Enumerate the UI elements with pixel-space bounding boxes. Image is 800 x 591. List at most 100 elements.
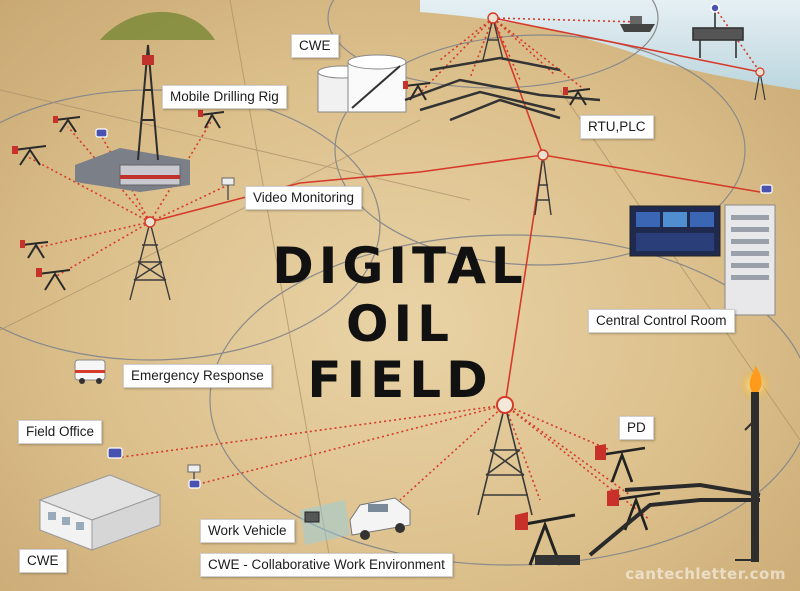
flare-stack-icon — [735, 365, 771, 562]
tower-structure — [129, 221, 171, 301]
label-video-monitoring: Video Monitoring — [245, 186, 363, 210]
label-cwe-bottom: CWE — [19, 549, 67, 573]
storage-tank-icon — [317, 54, 407, 113]
tank-stair — [351, 65, 401, 109]
pumpjack-icon — [36, 268, 71, 291]
dotted-link — [35, 221, 151, 249]
dotted-link — [399, 404, 506, 501]
title-line-1: DIGITAL — [272, 237, 528, 295]
tower-beacon — [144, 216, 156, 228]
pumpjack-icon — [20, 240, 49, 259]
dotted-link — [504, 404, 611, 451]
laptop-glow — [300, 500, 350, 545]
flare-pipeline — [588, 482, 761, 557]
field-office-icon — [38, 474, 162, 551]
dotted-link — [194, 404, 506, 486]
pumpjack-frame — [54, 116, 81, 133]
pumpjack-head — [607, 489, 619, 506]
window — [48, 512, 56, 520]
pumpjack-frame — [599, 446, 646, 483]
drilling-rig-icon — [75, 44, 190, 192]
flare-flame — [749, 365, 762, 392]
vehicle-wheel — [395, 523, 405, 533]
rack-unit — [731, 215, 769, 220]
link — [504, 154, 544, 406]
tower-structure — [477, 404, 533, 516]
radio-tower-icon — [534, 149, 552, 216]
pipeline — [449, 98, 561, 122]
label-cwe-full: CWE - Collaborative Work Environment — [200, 553, 453, 577]
wireless-links — [27, 7, 761, 521]
tower-beacon — [496, 396, 514, 414]
dotted-link — [504, 404, 631, 496]
camera-body — [221, 177, 235, 186]
screen — [690, 212, 714, 227]
link — [492, 17, 544, 156]
label-field-office: Field Office — [18, 420, 103, 444]
pumpjack-head — [515, 512, 528, 530]
pumpjack-icon — [53, 116, 81, 133]
flare-brace — [735, 419, 756, 561]
label-rtu-plc: RTU,PLC — [580, 115, 654, 139]
pumpjack-icon — [595, 444, 646, 483]
dotted-link — [67, 126, 151, 223]
dotted-link — [504, 404, 651, 521]
sensor-node-icon — [95, 128, 773, 489]
radio-tower-icon — [129, 216, 171, 301]
dotted-link — [469, 17, 494, 79]
tower-structure — [482, 17, 504, 61]
console — [636, 233, 714, 251]
window — [76, 522, 84, 530]
pumpjack-frame — [21, 241, 49, 259]
screen — [663, 212, 687, 227]
pumpjack-icon — [515, 512, 580, 566]
platform-deck — [692, 27, 744, 41]
rack-body — [724, 204, 776, 316]
screen — [636, 212, 660, 227]
office-side — [91, 494, 161, 551]
control-screens-icon — [629, 205, 721, 257]
dotted-link — [714, 7, 761, 73]
camera-icon — [187, 464, 201, 480]
label-work-vehicle: Work Vehicle — [200, 519, 295, 543]
label-central-control-room: Central Control Room — [588, 309, 735, 333]
pumpjack-head — [403, 81, 408, 89]
pumpjack-frame — [404, 82, 431, 101]
dotted-link — [101, 136, 151, 223]
pumpjack-frame — [199, 111, 225, 129]
work-vehicle-icon — [349, 497, 411, 540]
rig-trailer-stripe — [120, 175, 180, 179]
vehicle-wheel — [360, 530, 370, 540]
radio-tower-icon — [482, 12, 504, 61]
radio-tower-icon — [754, 67, 766, 101]
pipeline — [419, 90, 556, 112]
pumpjack-head — [36, 268, 42, 277]
dotted-link — [54, 221, 151, 278]
link — [149, 154, 544, 223]
rack-unit — [731, 275, 769, 280]
label-cwe-top: CWE — [291, 34, 339, 58]
rig-crown — [142, 55, 154, 65]
camera-icon — [221, 177, 235, 200]
hill — [100, 11, 215, 40]
tank-top — [347, 54, 407, 70]
pumpjack-head — [563, 87, 568, 95]
rack-unit — [731, 239, 769, 244]
pumpjack-frame — [611, 491, 661, 531]
terrain-line — [0, 89, 471, 201]
backbone-links — [149, 17, 761, 406]
pumpjack-head — [20, 240, 25, 248]
radio-tower-icon — [477, 396, 533, 516]
pumpjack-head — [198, 110, 203, 117]
laptop-icon — [300, 500, 350, 545]
tower-beacon — [755, 67, 765, 77]
tower-structure — [754, 71, 766, 101]
label-mobile-drilling-rig: Mobile Drilling Rig — [162, 85, 287, 109]
watermark: cantechletter.com — [625, 565, 786, 583]
dotted-link — [504, 404, 541, 501]
rack-units — [731, 215, 769, 280]
ring-top — [327, 0, 659, 89]
title-line-2: OIL FIELD — [307, 295, 493, 409]
ring-bottom — [209, 234, 800, 566]
pipeline — [404, 78, 601, 102]
